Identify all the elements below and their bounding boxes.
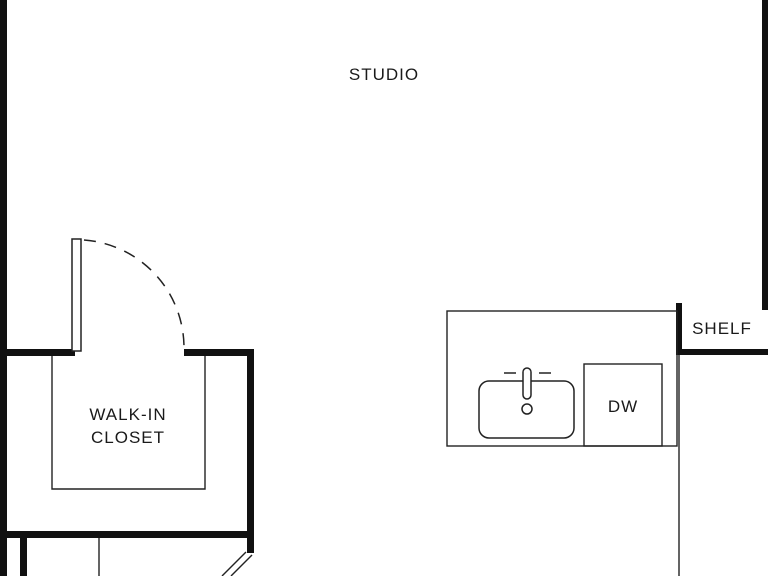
sink-icon bbox=[478, 367, 575, 439]
shelf-label: SHELF bbox=[692, 319, 752, 338]
right-outer-wall bbox=[762, 0, 768, 310]
sink-drain bbox=[521, 403, 533, 415]
shelf-bottom-wall bbox=[676, 349, 768, 355]
closet-top-wall-right bbox=[184, 349, 254, 356]
closet-label-line2: CLOSET bbox=[91, 428, 165, 447]
dishwasher-label: DW bbox=[608, 397, 638, 416]
closet-right-wall bbox=[247, 349, 254, 549]
interior-lines bbox=[51, 310, 680, 576]
closet-shelf-outline bbox=[51, 356, 206, 490]
lower-left-wall-stub bbox=[20, 531, 27, 576]
dishwasher-outline bbox=[583, 363, 663, 447]
door-swing-icon bbox=[83, 239, 185, 349]
door-leaf bbox=[71, 238, 82, 352]
shelf-left-wall bbox=[676, 303, 682, 355]
closet-bottom-wall bbox=[0, 531, 254, 538]
lower-door-line-b bbox=[230, 554, 253, 576]
closet-label-line1: WALK-IN bbox=[89, 405, 166, 424]
closet-top-wall-left bbox=[0, 349, 75, 356]
left-outer-wall bbox=[0, 0, 7, 576]
closet-door bbox=[71, 238, 185, 352]
kitchen-counter bbox=[446, 310, 678, 447]
studio-label: STUDIO bbox=[349, 65, 419, 84]
lower-right-wall-stub bbox=[247, 531, 254, 553]
faucet-icon bbox=[522, 367, 532, 400]
lower-door-line-a bbox=[221, 551, 247, 576]
